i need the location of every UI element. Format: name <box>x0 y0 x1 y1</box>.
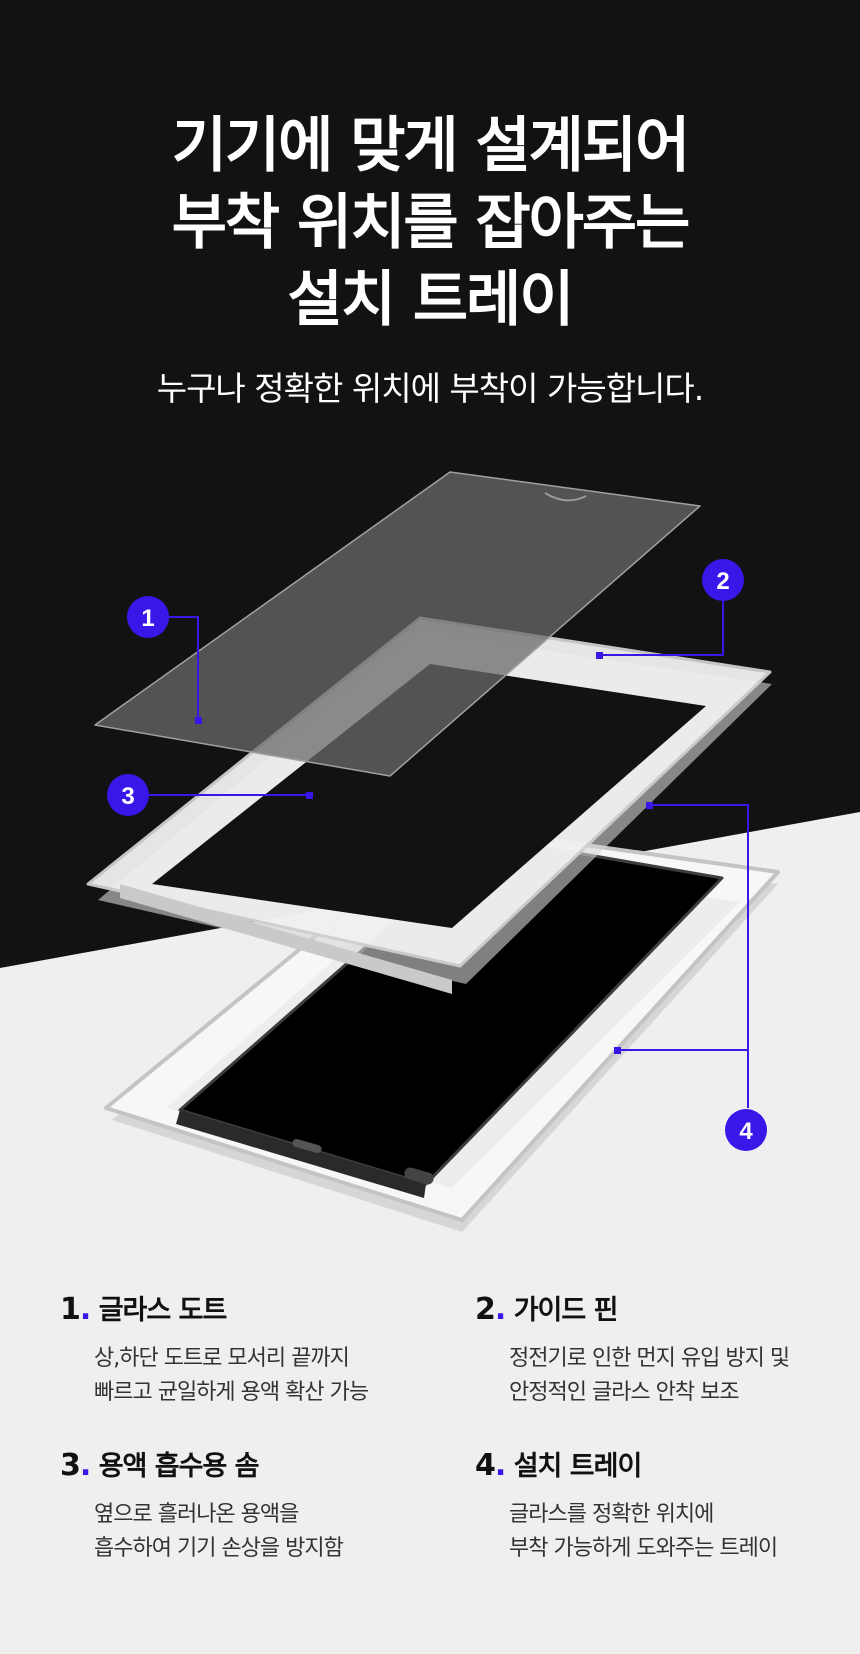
exploded-product-illustration: 1 2 3 4 <box>86 471 780 1232</box>
feature-number: 3 <box>60 1448 81 1483</box>
callout-endpoints <box>195 652 653 1054</box>
feature-accent-dot: . <box>79 1292 91 1327</box>
feature-description-line: 글라스를 정확한 위치에 <box>509 1502 714 1527</box>
headline-line-1: 기기에 맞게 설계되어 <box>171 111 691 181</box>
guide-frame <box>86 616 772 994</box>
feature-description-line: 안정적인 글라스 안착 보조 <box>509 1380 740 1405</box>
feature-description-line: 빠르고 균일하게 용액 확산 가능 <box>94 1380 369 1405</box>
callout-marker-1: 1 <box>127 596 169 638</box>
feature-description-line: 옆으로 흘러나온 용액을 <box>94 1502 299 1527</box>
feature-installation-tray: 4. 설치 트레이 글라스를 정확한 위치에 부착 가능하게 도와주는 트레이 <box>475 1446 845 1566</box>
feature-number: 1 <box>60 1292 81 1327</box>
callout-number-1: 1 <box>141 605 154 632</box>
feature-title: 1. 글라스 도트 <box>60 1290 430 1330</box>
feature-description: 옆으로 흘러나온 용액을 흡수하여 기기 손상을 방지함 <box>60 1498 430 1566</box>
callout-marker-4: 4 <box>725 1109 767 1151</box>
feature-absorbent-pad: 3. 용액 흡수용 솜 옆으로 흘러나온 용액을 흡수하여 기기 손상을 방지함 <box>60 1446 430 1566</box>
feature-number: 2 <box>475 1292 496 1327</box>
feature-accent-dot: . <box>494 1292 506 1327</box>
feature-description-line: 정전기로 인한 먼지 유입 방지 및 <box>509 1346 790 1371</box>
feature-title-text: 설치 트레이 <box>513 1451 643 1482</box>
feature-title-text: 용액 흡수용 솜 <box>98 1451 260 1482</box>
feature-title: 4. 설치 트레이 <box>475 1446 845 1486</box>
feature-description-line: 상,하단 도트로 모서리 끝까지 <box>94 1346 350 1371</box>
headline-line-3: 설치 트레이 <box>287 265 575 335</box>
callout-number-3: 3 <box>121 783 134 810</box>
callout-number-4: 4 <box>739 1118 753 1145</box>
callout-marker-2: 2 <box>702 559 744 601</box>
subheadline: 누구나 정확한 위치에 부착이 가능합니다. <box>156 369 705 408</box>
headline: 기기에 맞게 설계되어 부착 위치를 잡아주는 설치 트레이 <box>0 108 860 339</box>
feature-title-text: 가이드 핀 <box>513 1295 619 1326</box>
feature-description: 정전기로 인한 먼지 유입 방지 및 안정적인 글라스 안착 보조 <box>475 1342 845 1410</box>
callout-marker-3: 3 <box>107 774 149 816</box>
feature-guide-pin: 2. 가이드 핀 정전기로 인한 먼지 유입 방지 및 안정적인 글라스 안착 … <box>475 1290 845 1410</box>
feature-number: 4 <box>475 1448 496 1483</box>
feature-description-line: 부착 가능하게 도와주는 트레이 <box>509 1536 778 1561</box>
feature-title: 3. 용액 흡수용 솜 <box>60 1446 430 1486</box>
feature-description-line: 흡수하여 기기 손상을 방지함 <box>94 1536 344 1561</box>
feature-glass-dot: 1. 글라스 도트 상,하단 도트로 모서리 끝까지 빠르고 균일하게 용액 확… <box>60 1290 430 1410</box>
feature-accent-dot: . <box>494 1448 506 1483</box>
tempered-glass-sheet <box>94 471 701 777</box>
callout-number-2: 2 <box>716 568 729 595</box>
feature-title: 2. 가이드 핀 <box>475 1290 845 1330</box>
feature-title-text: 글라스 도트 <box>98 1295 228 1326</box>
headline-line-2: 부착 위치를 잡아주는 <box>171 188 691 258</box>
feature-description: 글라스를 정확한 위치에 부착 가능하게 도와주는 트레이 <box>475 1498 845 1566</box>
feature-accent-dot: . <box>79 1448 91 1483</box>
callout-lines <box>143 580 749 1108</box>
feature-description: 상,하단 도트로 모서리 끝까지 빠르고 균일하게 용액 확산 가능 <box>60 1342 430 1410</box>
